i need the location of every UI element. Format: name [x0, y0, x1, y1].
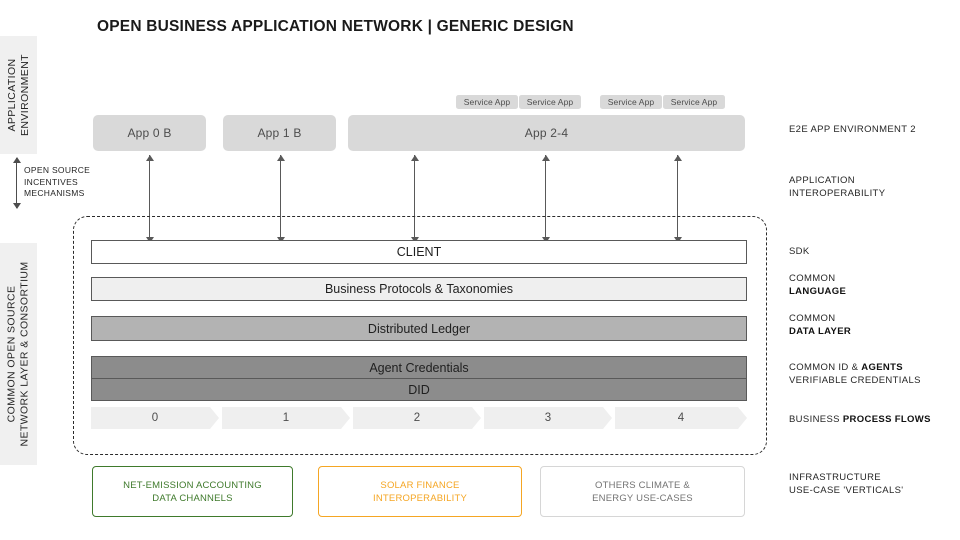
layer-client[interactable]: CLIENT: [91, 240, 747, 264]
arrow-head-up-icon: [12, 157, 21, 163]
process-flow-step[interactable]: 1: [222, 407, 350, 429]
arrow-head-down-icon: [12, 203, 21, 209]
business-process-flow-row: 0 1 2 3 4: [91, 407, 747, 429]
process-flow-step[interactable]: 0: [91, 407, 219, 429]
label-e2e-app-environment: E2E APP ENVIRONMENT 2: [789, 124, 916, 135]
service-app-chip[interactable]: Service App: [663, 95, 725, 109]
arrow-head-up-icon: [145, 155, 154, 161]
label-common-id-prefix: COMMON ID &: [789, 362, 862, 373]
label-common-language: COMMON LANGUAGE: [789, 272, 846, 298]
page-title: OPEN BUSINESS APPLICATION NETWORK | GENE…: [97, 18, 574, 35]
use-case-others-climate-energy[interactable]: OTHERS CLIMATE &ENERGY USE-CASES: [540, 466, 745, 517]
process-flow-step[interactable]: 4: [615, 407, 747, 429]
label-agents-bold: AGENTS: [861, 362, 903, 373]
arrow-head-up-icon: [410, 155, 419, 161]
layer-distributed-ledger[interactable]: Distributed Ledger: [91, 316, 747, 341]
process-flow-step[interactable]: 2: [353, 407, 481, 429]
arrow-head-up-icon: [673, 155, 682, 161]
consortium-boundary: [73, 216, 767, 455]
service-app-chip[interactable]: Service App: [456, 95, 518, 109]
process-flow-step[interactable]: 3: [484, 407, 612, 429]
arrow-head-up-icon: [276, 155, 285, 161]
label-sdk: SDK: [789, 246, 810, 257]
label-common-data-layer: COMMON DATA LAYER: [789, 312, 851, 338]
label-common-data-layer-line2: DATA LAYER: [789, 326, 852, 337]
open-source-incentives-arrow-icon: [12, 157, 21, 209]
label-common-language-line1: COMMON: [789, 273, 836, 284]
service-app-chip[interactable]: Service App: [600, 95, 662, 109]
service-app-chip[interactable]: Service App: [519, 95, 581, 109]
layer-business-protocols-taxonomies[interactable]: Business Protocols & Taxonomies: [91, 277, 747, 301]
app-box-0b[interactable]: App 0 B: [93, 115, 206, 151]
layer-did[interactable]: DID: [91, 378, 747, 401]
layer-agent-credentials[interactable]: Agent Credentials: [91, 356, 747, 379]
app-box-1b[interactable]: App 1 B: [223, 115, 336, 151]
label-business-prefix: BUSINESS: [789, 414, 843, 425]
app-box-2-4[interactable]: App 2-4: [348, 115, 745, 151]
label-common-language-line2: LANGUAGE: [789, 286, 847, 297]
label-common-data-layer-line1: COMMON: [789, 313, 836, 324]
label-process-flows-bold: PROCESS FLOWS: [842, 414, 931, 425]
arrow-head-up-icon: [541, 155, 550, 161]
label-common-id-agents: COMMON ID & AGENTS VERIFIABLE CREDENTIAL…: [789, 361, 921, 387]
label-verifiable-credentials: VERIFIABLE CREDENTIALS: [789, 375, 921, 386]
label-business-process-flows: BUSINESS PROCESS FLOWS: [789, 413, 931, 426]
